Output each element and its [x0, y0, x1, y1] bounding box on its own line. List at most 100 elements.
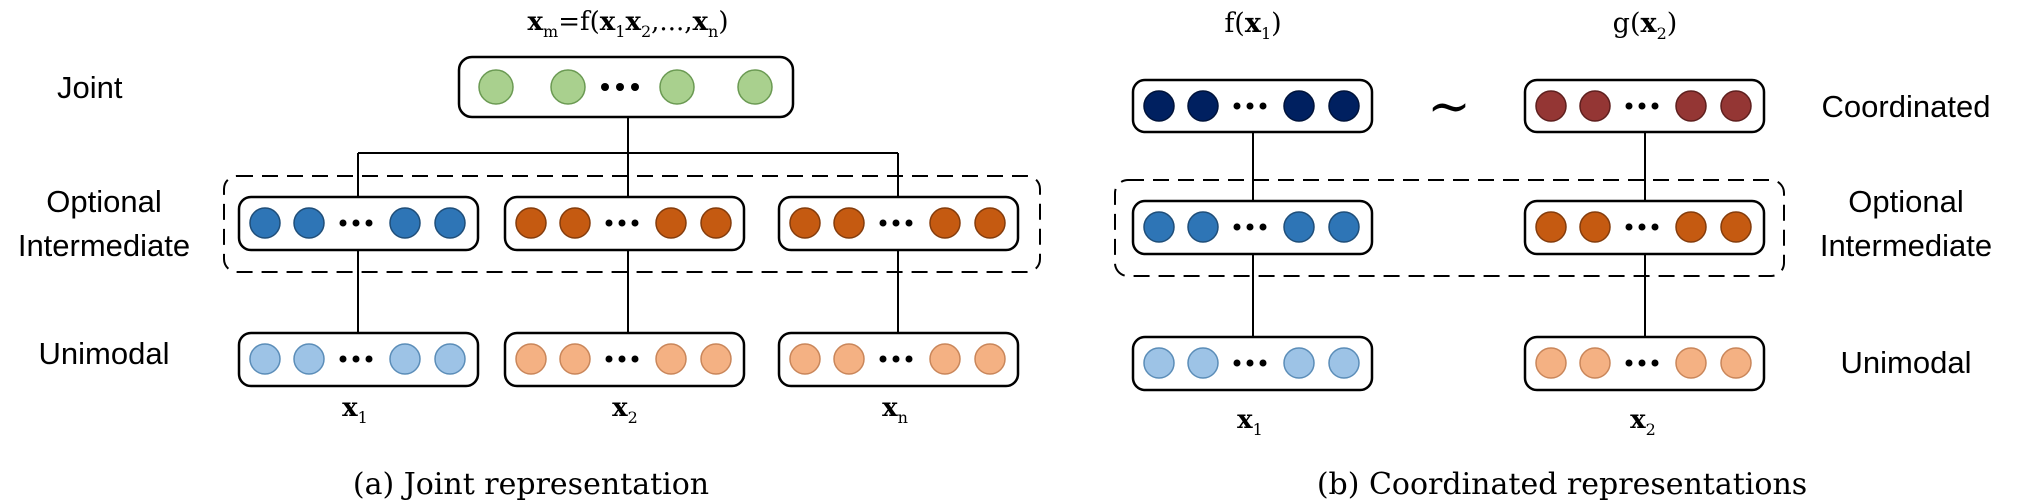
node [700, 343, 732, 375]
node [655, 207, 687, 239]
intermediate-vector-1 [237, 195, 480, 252]
function-label-g: g(x2) [1613, 8, 1678, 43]
node [249, 343, 281, 375]
row-label-optional: Optional [1848, 184, 1963, 219]
intermediate-vector-2 [503, 195, 746, 252]
unimodal-vector-1 [1131, 335, 1374, 392]
ellipsis-dot [1233, 359, 1241, 367]
intermediate-vector-1 [1131, 199, 1374, 256]
node [515, 343, 547, 375]
node [1720, 90, 1752, 122]
ellipsis-dot [618, 355, 626, 363]
node [1187, 90, 1219, 122]
ellipsis-dot [618, 219, 626, 227]
node [789, 207, 821, 239]
row-label-unimodal: Unimodal [1841, 345, 1972, 380]
ellipsis-dot [1259, 102, 1267, 110]
node [1675, 347, 1707, 379]
node [389, 207, 421, 239]
node [1675, 90, 1707, 122]
node [1328, 90, 1360, 122]
ellipsis-dot [339, 355, 347, 363]
joint-node [737, 69, 773, 105]
node [974, 343, 1006, 375]
ellipsis-dot [879, 219, 887, 227]
node [1535, 90, 1567, 122]
panel-joint: Joint Optional Intermediate Unimodal xm=… [18, 7, 1041, 502]
intermediate-vector-2 [1523, 199, 1766, 256]
node [1675, 211, 1707, 243]
ellipsis-dot [339, 219, 347, 227]
node [974, 207, 1006, 239]
node [1535, 347, 1567, 379]
ellipsis-dot [1625, 359, 1633, 367]
input-label-x2: x2 [612, 393, 638, 427]
ellipsis-dot [365, 219, 373, 227]
ellipsis-dot [1651, 223, 1659, 231]
node [1143, 90, 1175, 122]
unimodal-vector-n [777, 331, 1020, 388]
coordinated-vector-left [1131, 78, 1374, 134]
node [293, 343, 325, 375]
node [789, 343, 821, 375]
ellipsis-dot [352, 219, 360, 227]
ellipsis-dot [1651, 359, 1659, 367]
row-label-unimodal: Unimodal [39, 336, 170, 371]
node [1187, 211, 1219, 243]
node [249, 207, 281, 239]
row-label-joint: Joint [57, 70, 123, 105]
input-label-xn: xn [882, 393, 908, 427]
unimodal-vector-1 [237, 331, 480, 388]
input-label-x1: x1 [342, 393, 368, 427]
node [1283, 347, 1315, 379]
ellipsis-dot [1638, 102, 1646, 110]
ellipsis-dot [892, 219, 900, 227]
ellipsis-dot [1259, 223, 1267, 231]
unimodal-vector-2 [503, 331, 746, 388]
node [833, 343, 865, 375]
node [559, 343, 591, 375]
ellipsis-dot [1638, 223, 1646, 231]
node [1579, 211, 1611, 243]
ellipsis-dot [631, 83, 639, 91]
ellipsis-dot [1651, 102, 1659, 110]
ellipsis-dot [1625, 102, 1633, 110]
row-label-optional: Optional [46, 184, 161, 219]
ellipsis-dot [1246, 102, 1254, 110]
ellipsis-dot [631, 219, 639, 227]
similarity-tilde: ~ [1427, 77, 1471, 137]
row-label-intermediate: Intermediate [1820, 228, 1992, 263]
node [1720, 211, 1752, 243]
joint-node [659, 69, 695, 105]
caption-coordinated: (b) Coordinated representations [1317, 467, 1807, 502]
input-label-x2: x2 [1630, 405, 1656, 439]
ellipsis-dot [631, 355, 639, 363]
ellipsis-dot [1625, 223, 1633, 231]
row-label-coordinated: Coordinated [1822, 89, 1991, 124]
node [515, 207, 547, 239]
ellipsis-dot [1246, 223, 1254, 231]
ellipsis-dot [1233, 223, 1241, 231]
ellipsis-dot [905, 219, 913, 227]
row-label-intermediate: Intermediate [18, 228, 190, 263]
node [833, 207, 865, 239]
ellipsis-dot [365, 355, 373, 363]
node [700, 207, 732, 239]
function-label-f: f(x1) [1224, 8, 1281, 43]
ellipsis-dot [1638, 359, 1646, 367]
ellipsis-dot [616, 83, 624, 91]
panel-coordinated: f(x1) g(x2) ~ Coordinated Optional Inter… [1114, 8, 1992, 502]
ellipsis-dot [1246, 359, 1254, 367]
node [559, 207, 591, 239]
joint-formula: xm=f(x1x2,...,xn) [528, 7, 729, 41]
node [1187, 347, 1219, 379]
ellipsis-dot [905, 355, 913, 363]
node [1283, 90, 1315, 122]
node [1143, 347, 1175, 379]
node [1720, 347, 1752, 379]
node [1579, 90, 1611, 122]
ellipsis-dot [892, 355, 900, 363]
connector-lines [1252, 132, 1646, 337]
node [929, 343, 961, 375]
ellipsis-dot [605, 219, 613, 227]
